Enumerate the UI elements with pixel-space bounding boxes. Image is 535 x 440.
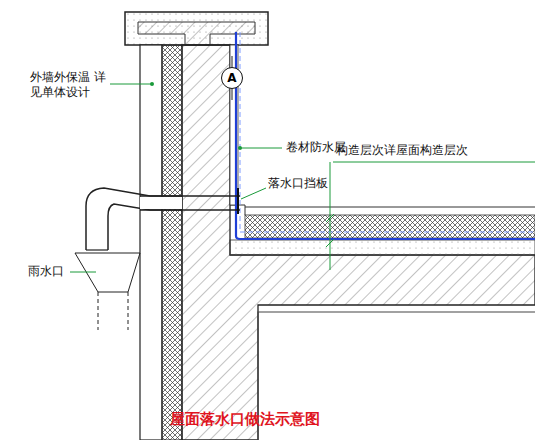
- layers-label: 构造层次详屋面构造层次: [336, 143, 468, 158]
- baffle-label: 落水口挡板: [268, 176, 328, 191]
- marker-letter: A: [227, 71, 236, 85]
- figure-caption: 屋面落水口做法示意图: [170, 410, 320, 429]
- hopper-label: 雨水口: [28, 264, 64, 279]
- insulation-label: 外墙外保温 详见单体设计: [30, 70, 108, 100]
- section-marker: A: [221, 67, 243, 89]
